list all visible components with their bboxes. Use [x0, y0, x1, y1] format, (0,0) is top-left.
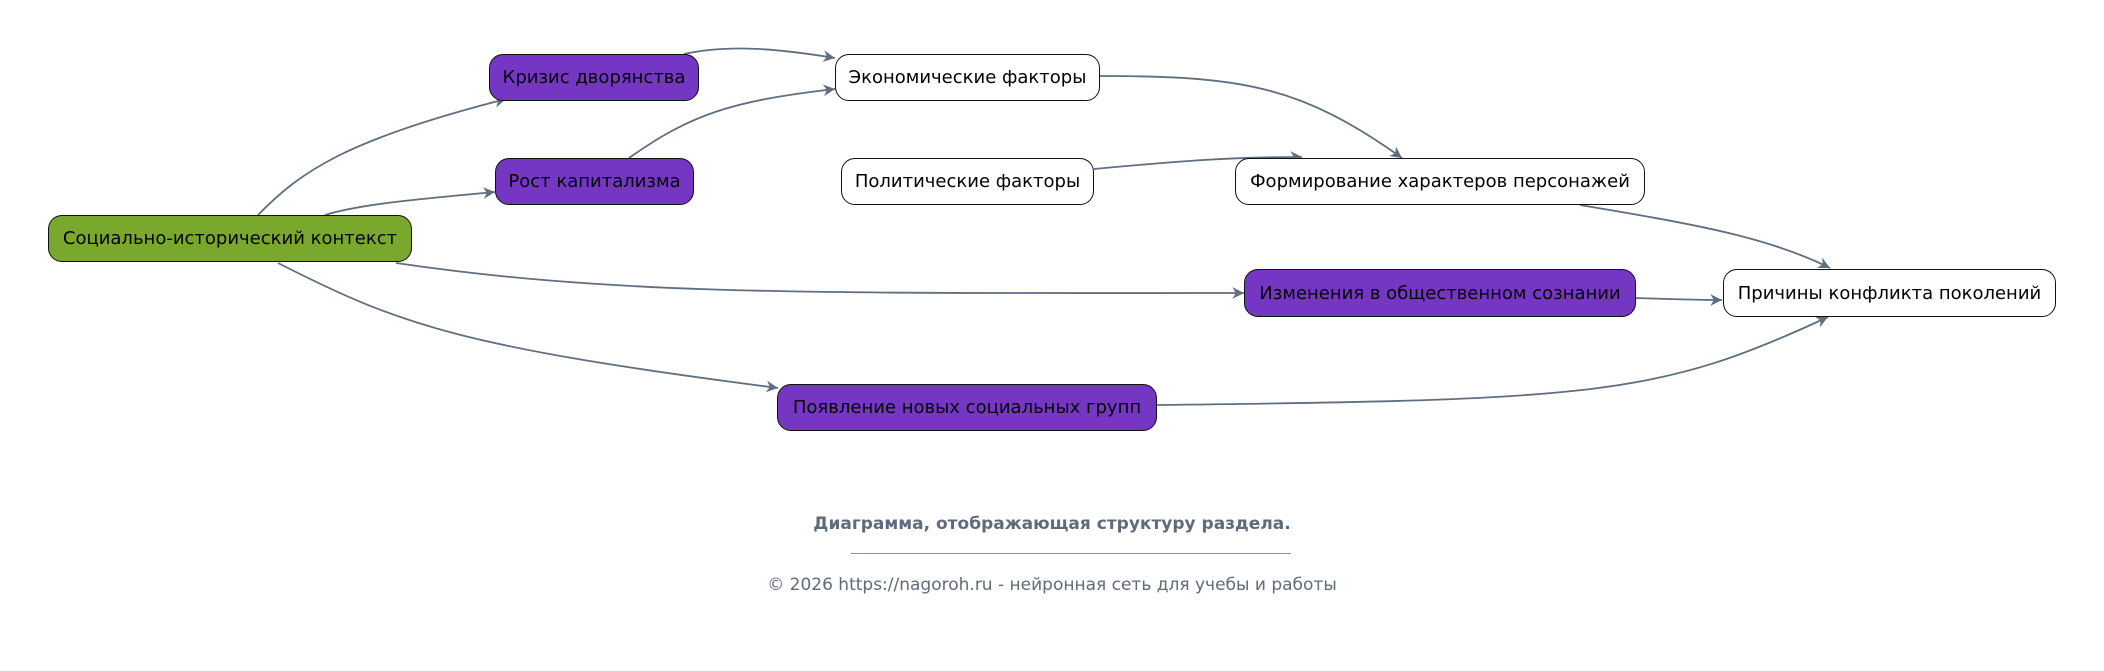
- node-political[interactable]: Политические факторы: [841, 158, 1094, 205]
- node-characters[interactable]: Формирование характеров персонажей: [1235, 158, 1645, 205]
- node-capitalism[interactable]: Рост капитализма: [495, 158, 694, 205]
- node-economic[interactable]: Экономические факторы: [835, 54, 1100, 101]
- edge-political-characters: [1093, 151, 1303, 170]
- node-context[interactable]: Социально-исторический контекст: [48, 215, 412, 262]
- edge-economic-characters: [1099, 75, 1403, 159]
- edge-consciousness-causes: [1635, 294, 1723, 306]
- edge-context-consciousness: [395, 262, 1245, 299]
- node-groups[interactable]: Появление новых социальных групп: [777, 384, 1157, 431]
- node-causes[interactable]: Причины конфликта поколений: [1723, 269, 2056, 317]
- edge-context-groups: [277, 262, 779, 393]
- edge-context-crisis: [257, 96, 507, 216]
- node-crisis[interactable]: Кризис дворянства: [489, 54, 699, 101]
- copyright-text: © 2026 https://nagoroh.ru - нейронная се…: [767, 575, 1337, 595]
- diagram-caption: Диаграмма, отображающая структуру раздел…: [813, 514, 1291, 534]
- edge-groups-causes: [1156, 316, 1829, 406]
- edge-characters-causes: [1579, 204, 1831, 269]
- edge-capitalism-economic: [628, 84, 836, 159]
- edge-crisis-economic: [683, 47, 836, 62]
- divider: [851, 553, 1291, 554]
- node-consciousness[interactable]: Изменения в общественном сознании: [1244, 269, 1636, 317]
- edge-context-capitalism: [324, 187, 496, 216]
